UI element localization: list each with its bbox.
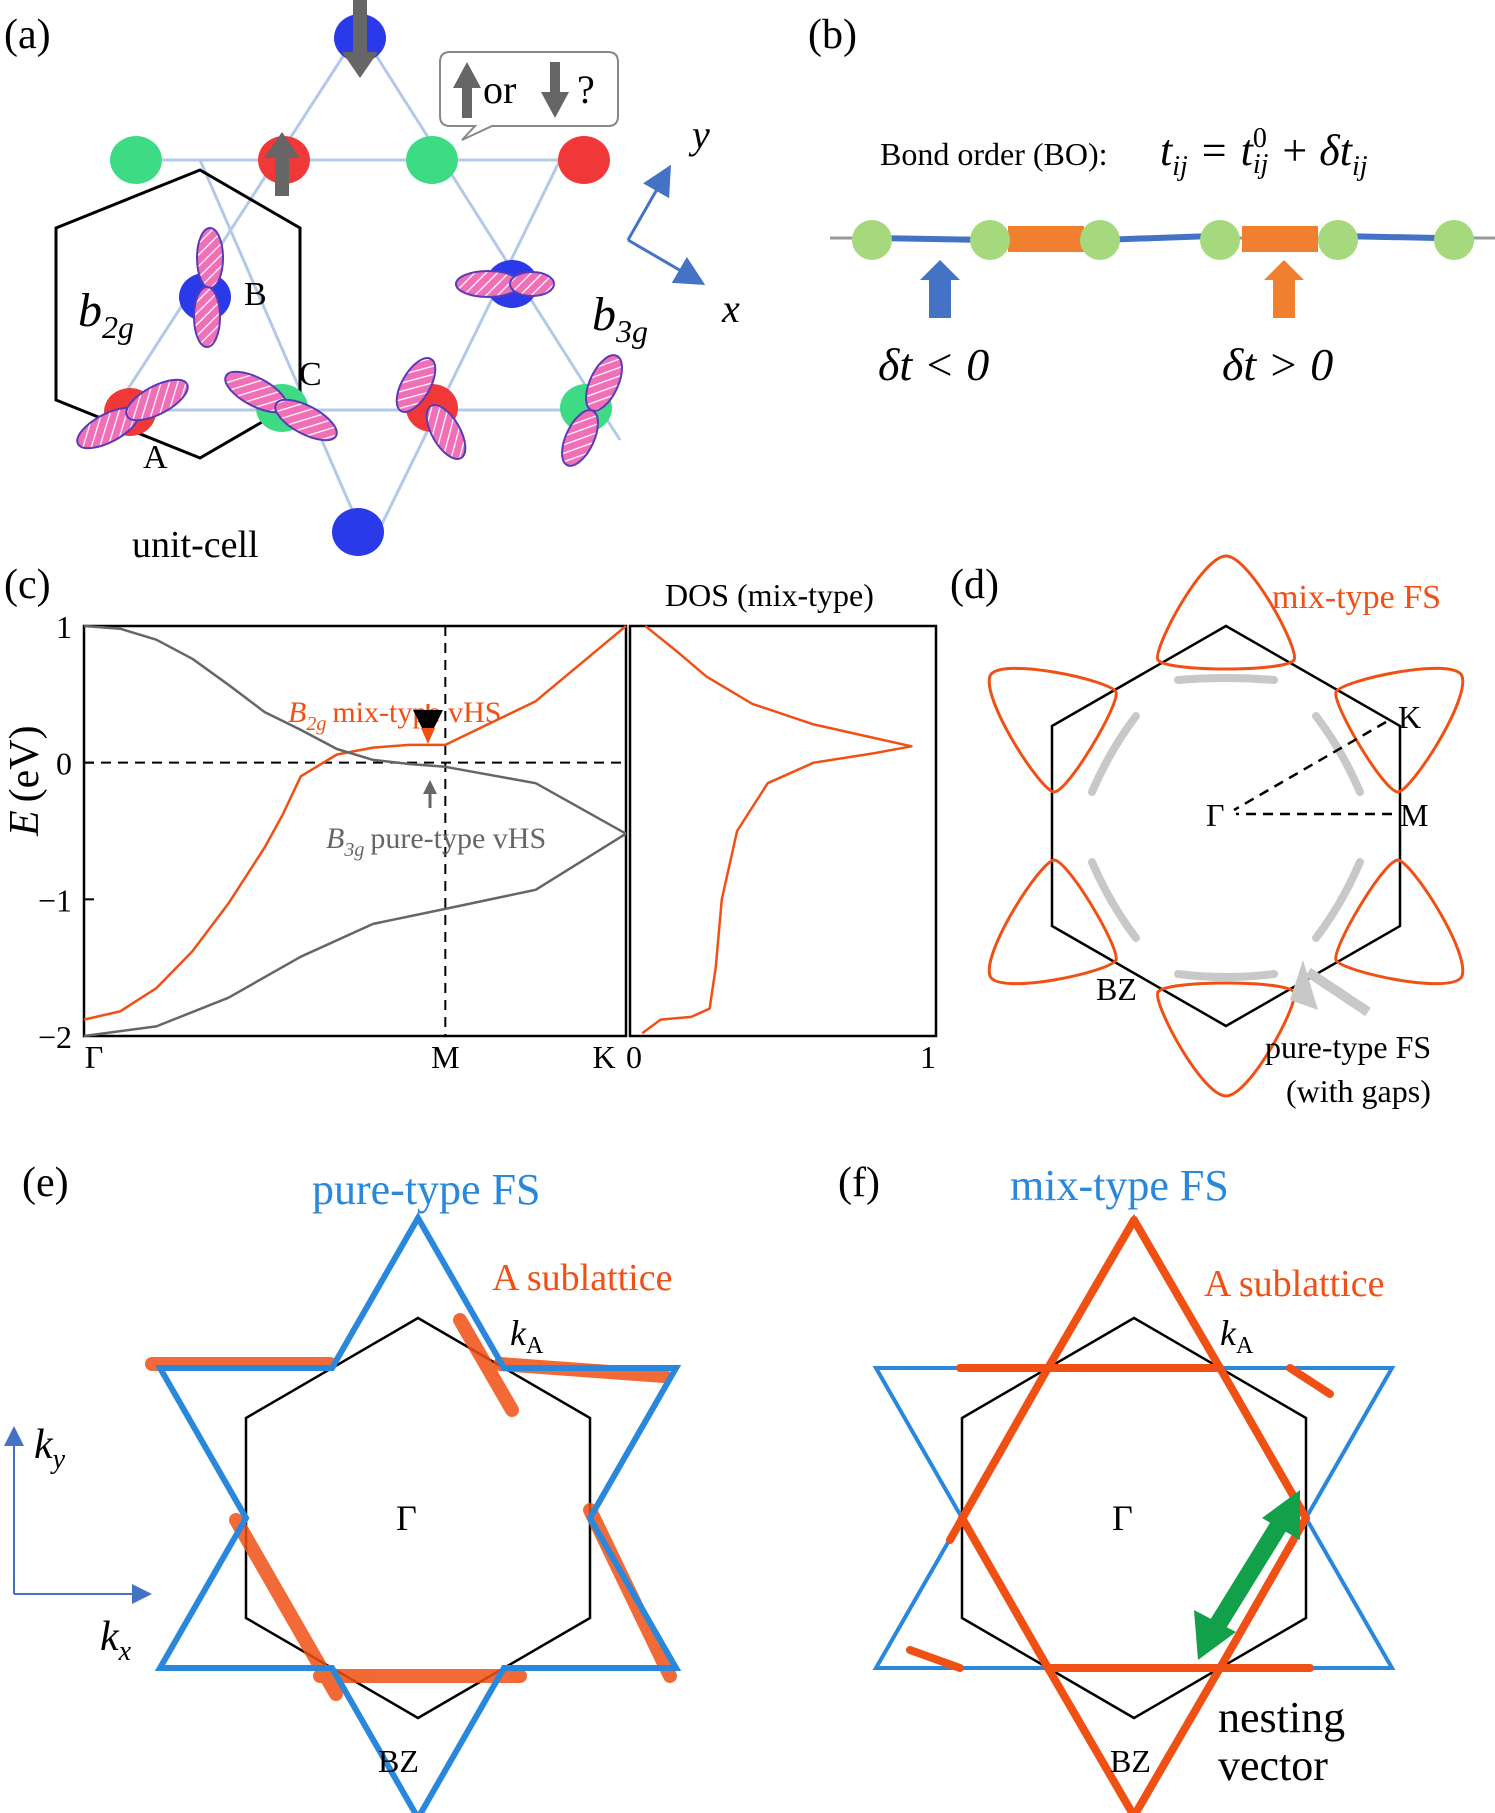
nesting-label-1: nesting	[1218, 1693, 1345, 1742]
dos-series-line	[641, 625, 913, 1035]
orbitals	[76, 227, 623, 467]
dt-negative-label: δt < 0	[878, 339, 989, 390]
panel-b-label: (b)	[808, 12, 857, 58]
band-plot	[83, 624, 627, 1038]
mix-fs-label: mix-type FS	[1272, 579, 1441, 616]
band-ytick-label: −1	[38, 882, 72, 918]
energy-axis-label: E(eV)	[2, 725, 48, 837]
svg-text:?: ?	[577, 67, 595, 112]
unit-cell-hexagon	[54, 168, 302, 460]
site-A-label: A	[143, 439, 168, 476]
d-K-label: K	[1398, 699, 1421, 735]
e-BZ-label: BZ	[378, 1743, 419, 1779]
e-pure-fs-star	[154, 1211, 682, 1813]
f-mix-fs-orange	[906, 1216, 1334, 1813]
band-kpoint-label: M	[431, 1039, 459, 1075]
dt-positive-label: δt > 0	[1222, 339, 1333, 390]
mix-fs-pockets	[987, 554, 1465, 1098]
panel-f: (f) mix-type FS A sublattice kA Γ BZ	[838, 1160, 1396, 1813]
f-bz-hexagon	[960, 1316, 1308, 1720]
axis-x-label: x	[721, 286, 740, 331]
unit-cell-label: unit-cell	[132, 524, 259, 566]
svg-text:or: or	[483, 67, 516, 112]
nesting-label-2: vector	[1218, 1741, 1328, 1790]
panel-a: (a)	[4, 0, 740, 566]
dos-xtick-label: 1	[920, 1039, 936, 1075]
site-B-label: B	[244, 276, 267, 313]
site-C-label: C	[299, 356, 322, 393]
panel-f-label: (f)	[838, 1160, 880, 1206]
gamma-k-path	[1233, 720, 1387, 812]
e-bz-hexagon	[244, 1316, 592, 1720]
bond-order-title: Bond order (BO):	[880, 136, 1108, 172]
dos-title: DOS (mix-type)	[665, 577, 874, 613]
nesting-vector-arrow	[1194, 1490, 1300, 1660]
kx-label: kx	[100, 1614, 132, 1667]
pure-vhs-arrowhead	[423, 780, 437, 794]
pure-fs-label-2: (with gaps)	[1286, 1073, 1431, 1109]
band-series-line	[83, 624, 627, 835]
bond-chain	[830, 220, 1495, 260]
arrow-negative	[920, 260, 960, 318]
panel-d: (d) mix-type FS K Γ M BZ	[950, 554, 1465, 1109]
f-kA-label: kA	[1220, 1313, 1254, 1359]
spin-arrows	[264, 0, 378, 196]
band-kpoint-label: K	[592, 1039, 615, 1075]
f-blue-star	[872, 1213, 1396, 1813]
axis-y-label: y	[688, 112, 710, 157]
band-ytick-label: 0	[56, 746, 72, 782]
e-title: pure-type FS	[312, 1165, 541, 1214]
mix-vhs-arrowhead	[421, 728, 435, 744]
panel-a-label: (a)	[4, 12, 51, 58]
e-sublattice-label: A sublattice	[492, 1257, 672, 1299]
band-ytick-label: −2	[38, 1019, 72, 1055]
band-series-line	[83, 625, 627, 1021]
band-kpoint-label: Γ	[85, 1039, 104, 1075]
speech-bubble: or ?	[439, 51, 619, 141]
bz-hexagon	[1050, 624, 1402, 1028]
f-BZ-label: BZ	[1110, 1743, 1151, 1779]
panel-e-label: (e)	[22, 1160, 69, 1206]
xy-axes: y x	[626, 112, 740, 331]
kagome-lattice	[93, 29, 622, 529]
panel-e: (e) pure-type FS A sublattice kA Γ BZ ky…	[3, 1160, 682, 1813]
pure-fs-arcs	[1088, 674, 1364, 981]
band-ticks: 1 0 −1 −2Γ M K	[38, 609, 626, 1075]
b3g-label: b3g	[592, 288, 648, 349]
f-gamma-label: Γ	[1112, 1498, 1133, 1538]
f-sublattice-label: A sublattice	[1204, 1263, 1384, 1305]
d-gamma-label: Γ	[1206, 797, 1225, 833]
dos-xtick-label: 0	[626, 1039, 642, 1075]
panel-c-label: (c)	[4, 562, 51, 608]
band-frame	[82, 624, 628, 1038]
d-M-label: M	[1400, 797, 1428, 833]
pure-fs-label-1: pure-type FS	[1265, 1029, 1431, 1065]
ky-label: ky	[34, 1422, 66, 1475]
e-kA-label: kA	[510, 1313, 544, 1359]
b2g-label: b2g	[78, 284, 134, 345]
pure-fs-pointer-head	[1290, 960, 1318, 1010]
f-title: mix-type FS	[1010, 1161, 1229, 1210]
band-series-line	[83, 832, 627, 1038]
pure-fs-pointer	[1305, 967, 1371, 1017]
e-gamma-label: Γ	[396, 1498, 417, 1538]
arrow-positive	[1264, 260, 1304, 318]
band-ytick-label: 1	[56, 609, 72, 645]
dos-frame	[628, 624, 938, 1038]
panel-d-label: (d)	[950, 562, 999, 608]
d-BZ-label: BZ	[1096, 971, 1137, 1007]
